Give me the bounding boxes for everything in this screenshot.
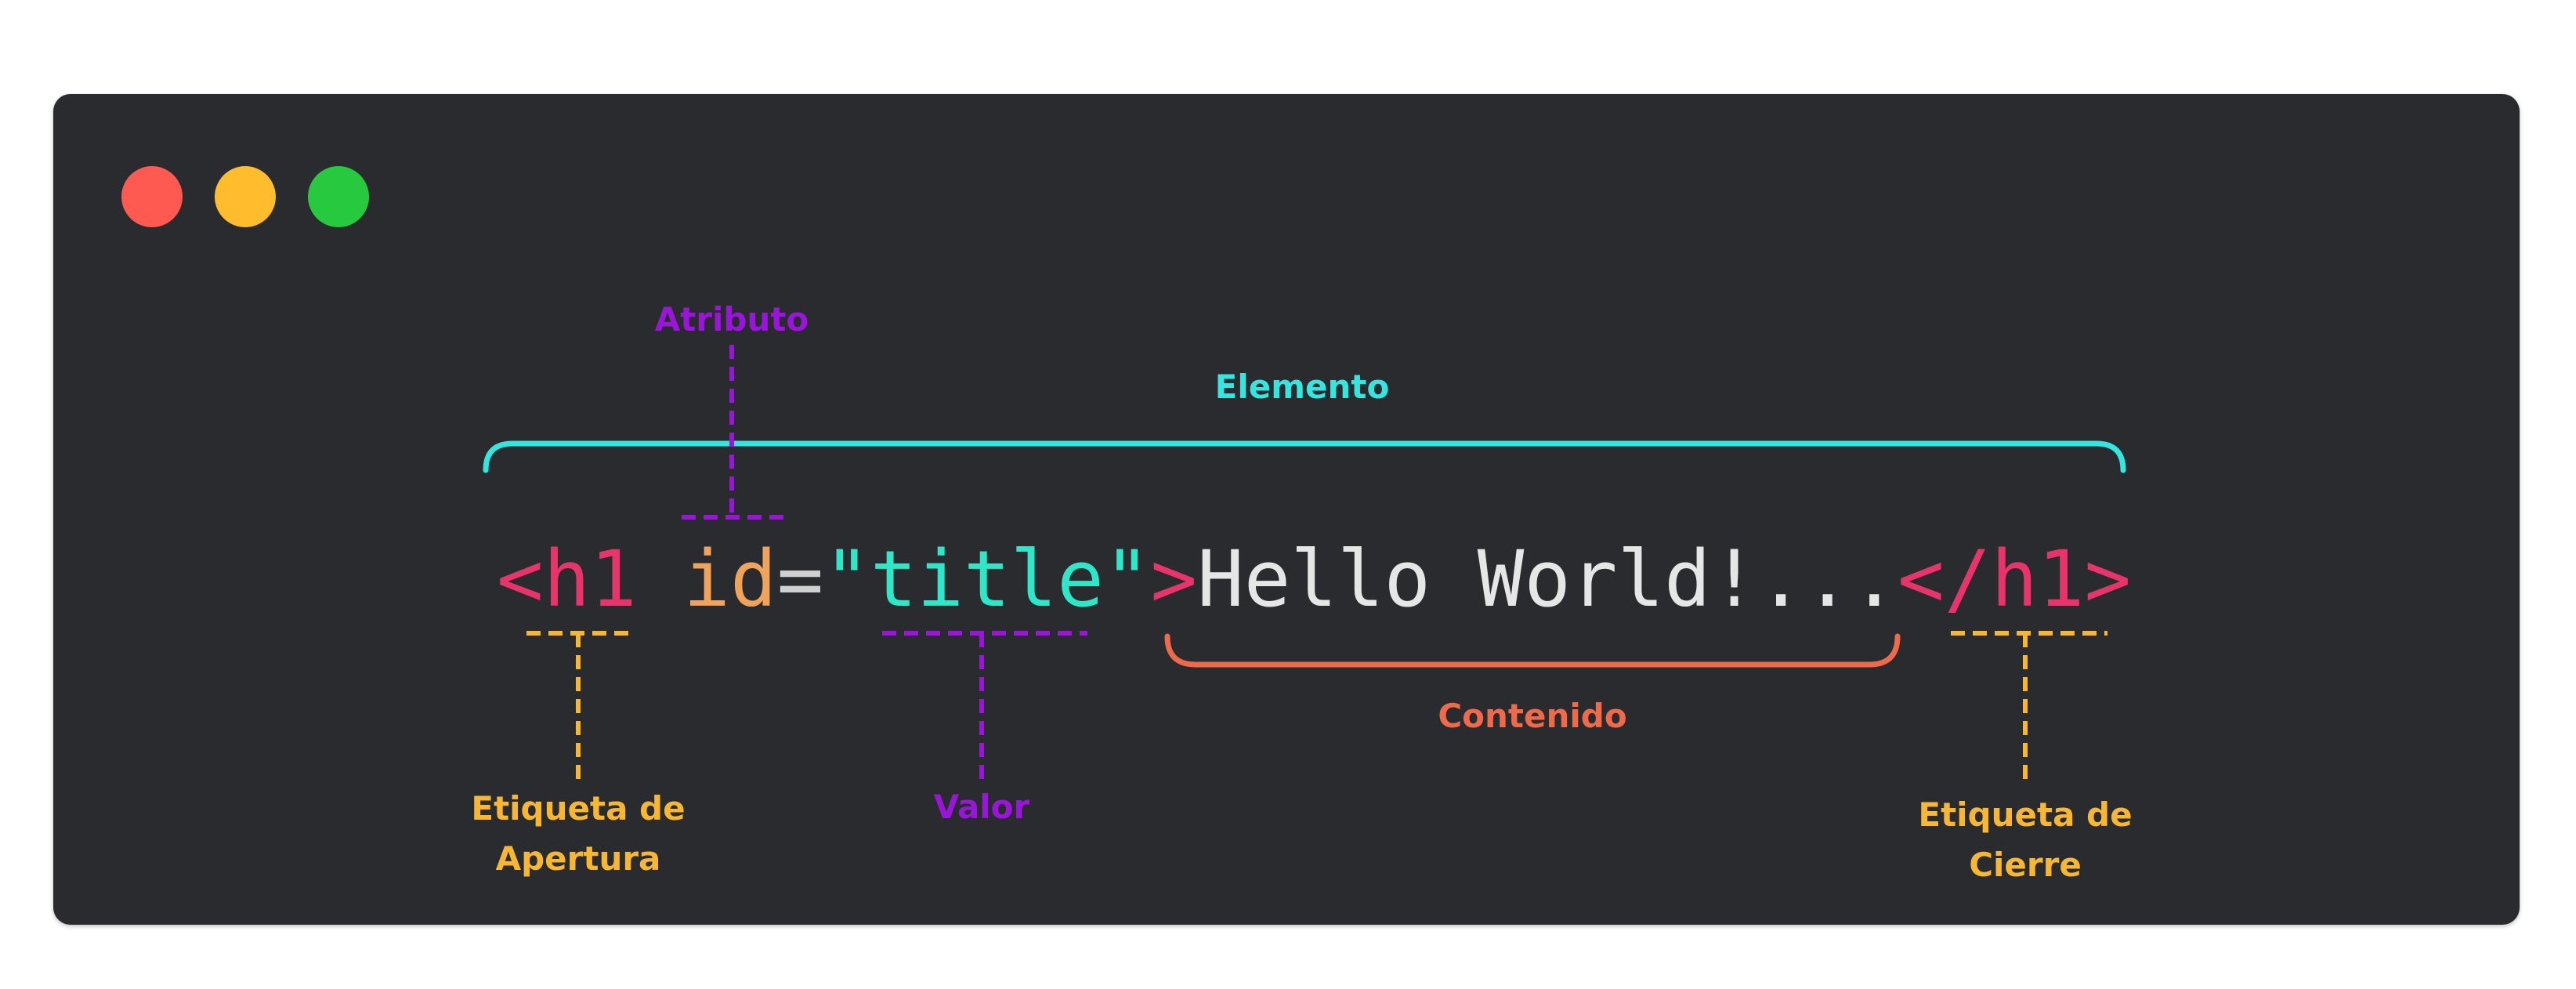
- code-space: [637, 534, 684, 625]
- close-tag: </h1>: [1898, 534, 2132, 625]
- open-tag-end: >: [1150, 534, 1198, 625]
- etiqueta-cierre-line2: Cierre: [1969, 846, 2082, 884]
- attribute-value: "title": [823, 534, 1151, 625]
- html-code-line: <h1 id="title">Hello World!...</h1>: [497, 533, 2131, 627]
- etiqueta-apertura-line1: Etiqueta de: [471, 789, 686, 828]
- contenido-label: Contenido: [1438, 697, 1627, 735]
- atributo-label: Atributo: [654, 300, 809, 339]
- etiqueta-cierre-label: Etiqueta de Cierre: [1869, 790, 2182, 890]
- valor-label: Valor: [933, 788, 1030, 826]
- etiqueta-apertura-line2: Apertura: [495, 839, 661, 878]
- etiqueta-cierre-line1: Etiqueta de: [1918, 795, 2133, 834]
- contenido-brace: [1164, 633, 1901, 668]
- elemento-brace: [483, 440, 2126, 473]
- equals-sign: =: [776, 534, 824, 625]
- open-tag-start: <h1: [497, 534, 637, 625]
- minimize-window-button[interactable]: [215, 166, 276, 227]
- close-window-button[interactable]: [121, 166, 183, 227]
- elemento-label: Elemento: [1214, 368, 1390, 406]
- etiqueta-apertura-label: Etiqueta de Apertura: [421, 784, 735, 884]
- attribute-name: id: [683, 534, 777, 625]
- code-window: [53, 94, 2520, 925]
- element-content: Hello World!...: [1197, 534, 1898, 625]
- maximize-window-button[interactable]: [308, 166, 369, 227]
